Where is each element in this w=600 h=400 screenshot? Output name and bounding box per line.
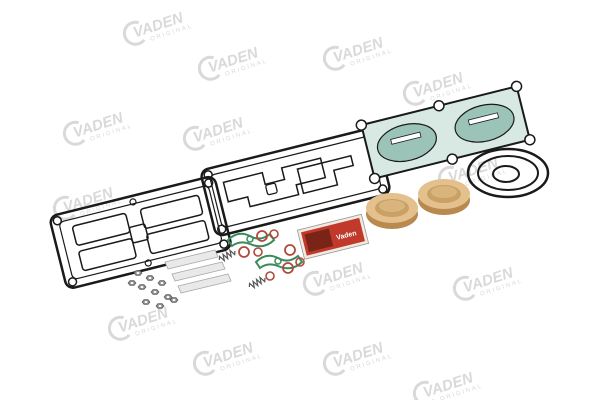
grease-packet: Vaden <box>296 213 370 260</box>
hex-nut-hole <box>158 305 162 307</box>
cylinder-head-gasket-left <box>49 175 232 289</box>
hex-nut-hole <box>172 299 176 301</box>
hex-nut-hole <box>130 282 134 284</box>
valve-plate-gasket <box>355 80 536 185</box>
hex-nut-hole <box>166 296 170 298</box>
brass-valve-cap-right <box>418 179 470 215</box>
hex-nut-hole <box>148 277 152 279</box>
green-seal-lower <box>254 254 304 270</box>
hex-nut-hole <box>160 282 164 284</box>
brass-valve-cap-left <box>366 193 418 229</box>
green-seal-upper <box>226 232 276 248</box>
spring-upper <box>218 248 236 263</box>
large-o-rings <box>466 147 550 199</box>
hex-nut-hole <box>136 272 140 274</box>
small-o-rings <box>238 229 305 281</box>
nuts-group <box>127 270 179 309</box>
packet-label: Vaden <box>336 230 358 242</box>
spring-lower <box>248 275 266 290</box>
hex-nut-hole <box>140 286 144 288</box>
hex-nut-hole <box>144 301 148 303</box>
reed-valve-strips <box>164 249 232 294</box>
hex-nut-hole <box>153 291 157 293</box>
